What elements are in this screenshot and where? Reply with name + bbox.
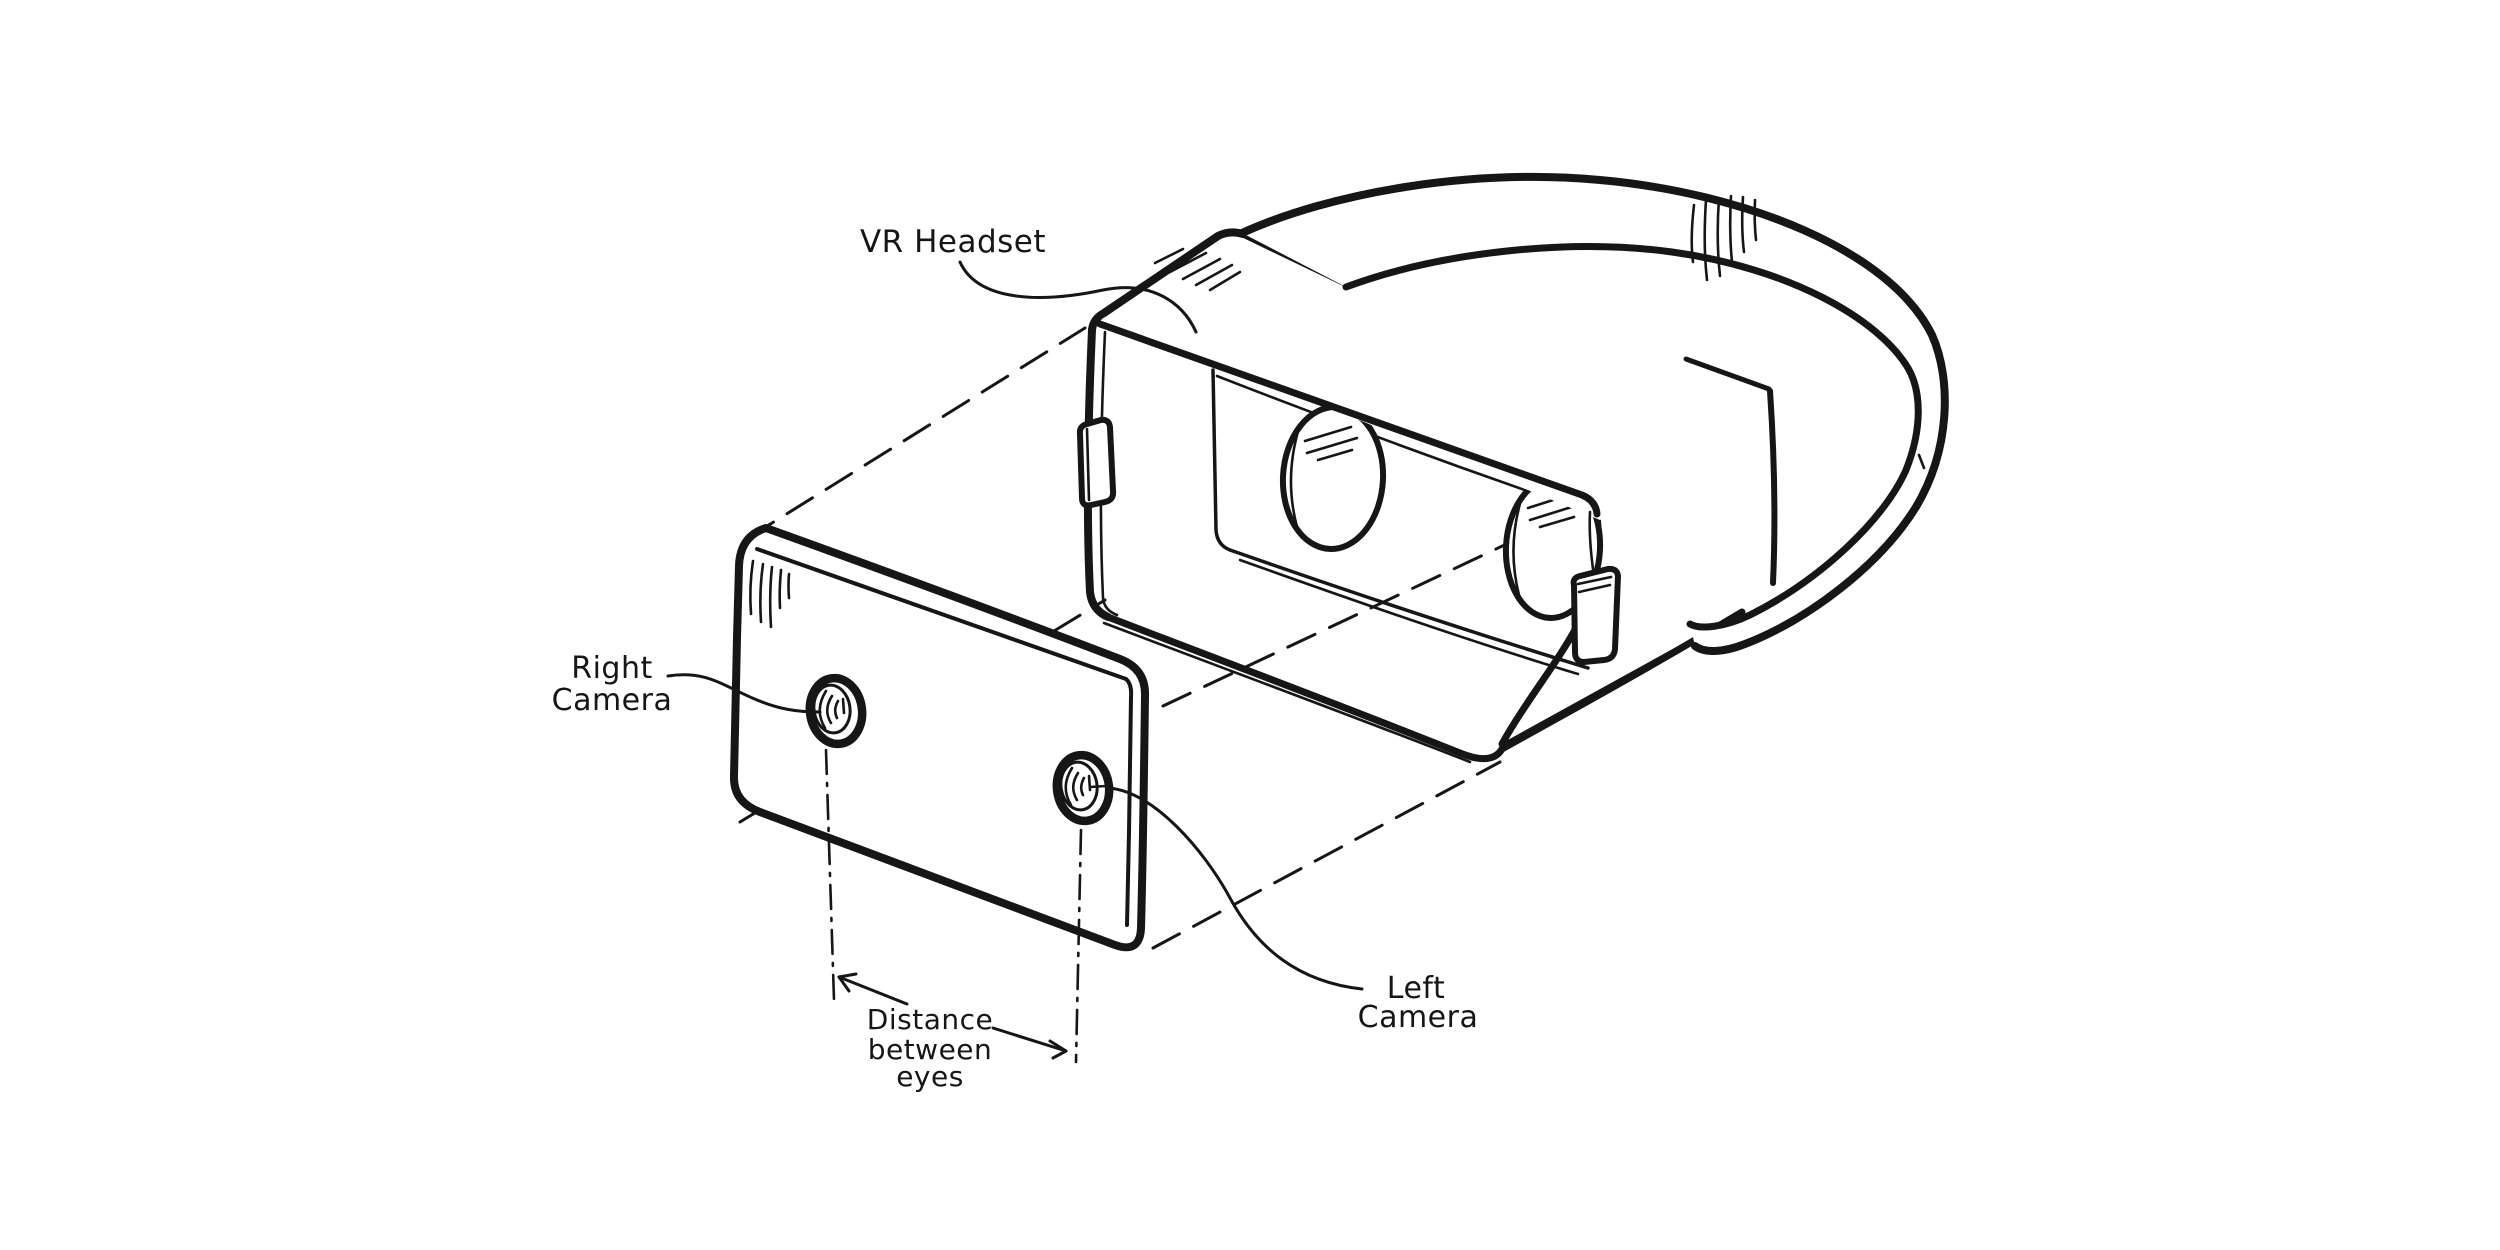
eye-distance-label-line2: between <box>868 1033 993 1066</box>
right-camera-label-line2: Camera <box>552 683 673 718</box>
left-camera-label-line2: Camera <box>1358 1000 1479 1035</box>
top-face-hatching <box>1153 247 1242 292</box>
headset-back-left-corner-edge <box>1211 368 1232 552</box>
projection-line-bottom-right <box>1151 760 1502 950</box>
left-clip <box>1076 416 1117 509</box>
camera-plate-outline <box>729 524 1150 952</box>
projection-line-top-left <box>746 326 1087 540</box>
eye-distance-label-line3: eyes <box>896 1060 964 1093</box>
extension-line-right-camera <box>824 748 836 1002</box>
strap-hatching <box>1690 194 1758 282</box>
eye-distance-label-line1: Distance <box>867 1003 993 1036</box>
headset-bottom-front-edge-outer <box>1102 621 1472 764</box>
left-camera <box>1052 750 1114 826</box>
headset-bottom-right-edge <box>1498 608 1746 753</box>
leader-lines <box>666 260 1364 991</box>
camera-plate-thickness-top <box>755 547 1128 681</box>
headset-rear-corner-edge <box>1683 356 1772 392</box>
extension-line-left-camera <box>1074 828 1083 1064</box>
headset-top-left-edge <box>1088 228 1247 334</box>
right-camera <box>805 673 867 749</box>
headset-bottom-front-edge <box>1104 613 1506 763</box>
headset-left-wall-thickness-line <box>1099 330 1119 617</box>
headset-back-right-edge <box>1767 388 1778 586</box>
right-clip <box>1570 510 1621 665</box>
head-strap <box>1238 173 1949 655</box>
text-labels: VR Headset Right Camera Left Camera Dist… <box>552 224 1479 1093</box>
strap-fold-tick <box>1917 453 1926 470</box>
headset-back-wall-floor-edge-inner <box>1238 558 1580 676</box>
dimension-arrow-right <box>991 1026 1068 1060</box>
headset-bottom-right-edge-inner <box>1503 635 1699 745</box>
right-camera-label-line1: Right <box>571 651 653 686</box>
vr-headset-leader-line <box>958 260 1198 334</box>
plate-hatching <box>749 559 791 629</box>
head-strap-band <box>1242 176 1945 652</box>
right-camera-leader-line <box>666 673 822 714</box>
left-camera-label-line1: Left <box>1387 971 1445 1006</box>
vr-headset-body <box>1083 228 1794 764</box>
eye-distance-dimension <box>824 748 1083 1064</box>
camera-plate <box>729 524 1150 952</box>
headset-top-face <box>1100 232 1794 520</box>
head-strap-inner-edge <box>1342 243 1922 631</box>
left-lens <box>1279 404 1387 552</box>
left-camera-leader-line <box>1107 786 1364 991</box>
camera-plate-thickness-right <box>1124 677 1134 927</box>
headset-left-edge <box>1083 326 1112 621</box>
headset-opening-top-edge <box>1096 320 1601 518</box>
headset-back-wall-floor-edge <box>1228 548 1590 670</box>
head-strap-outer-edge <box>1238 173 1949 655</box>
vr-headset-label: VR Headset <box>860 224 1046 260</box>
dimension-arrow-left <box>837 972 909 1006</box>
